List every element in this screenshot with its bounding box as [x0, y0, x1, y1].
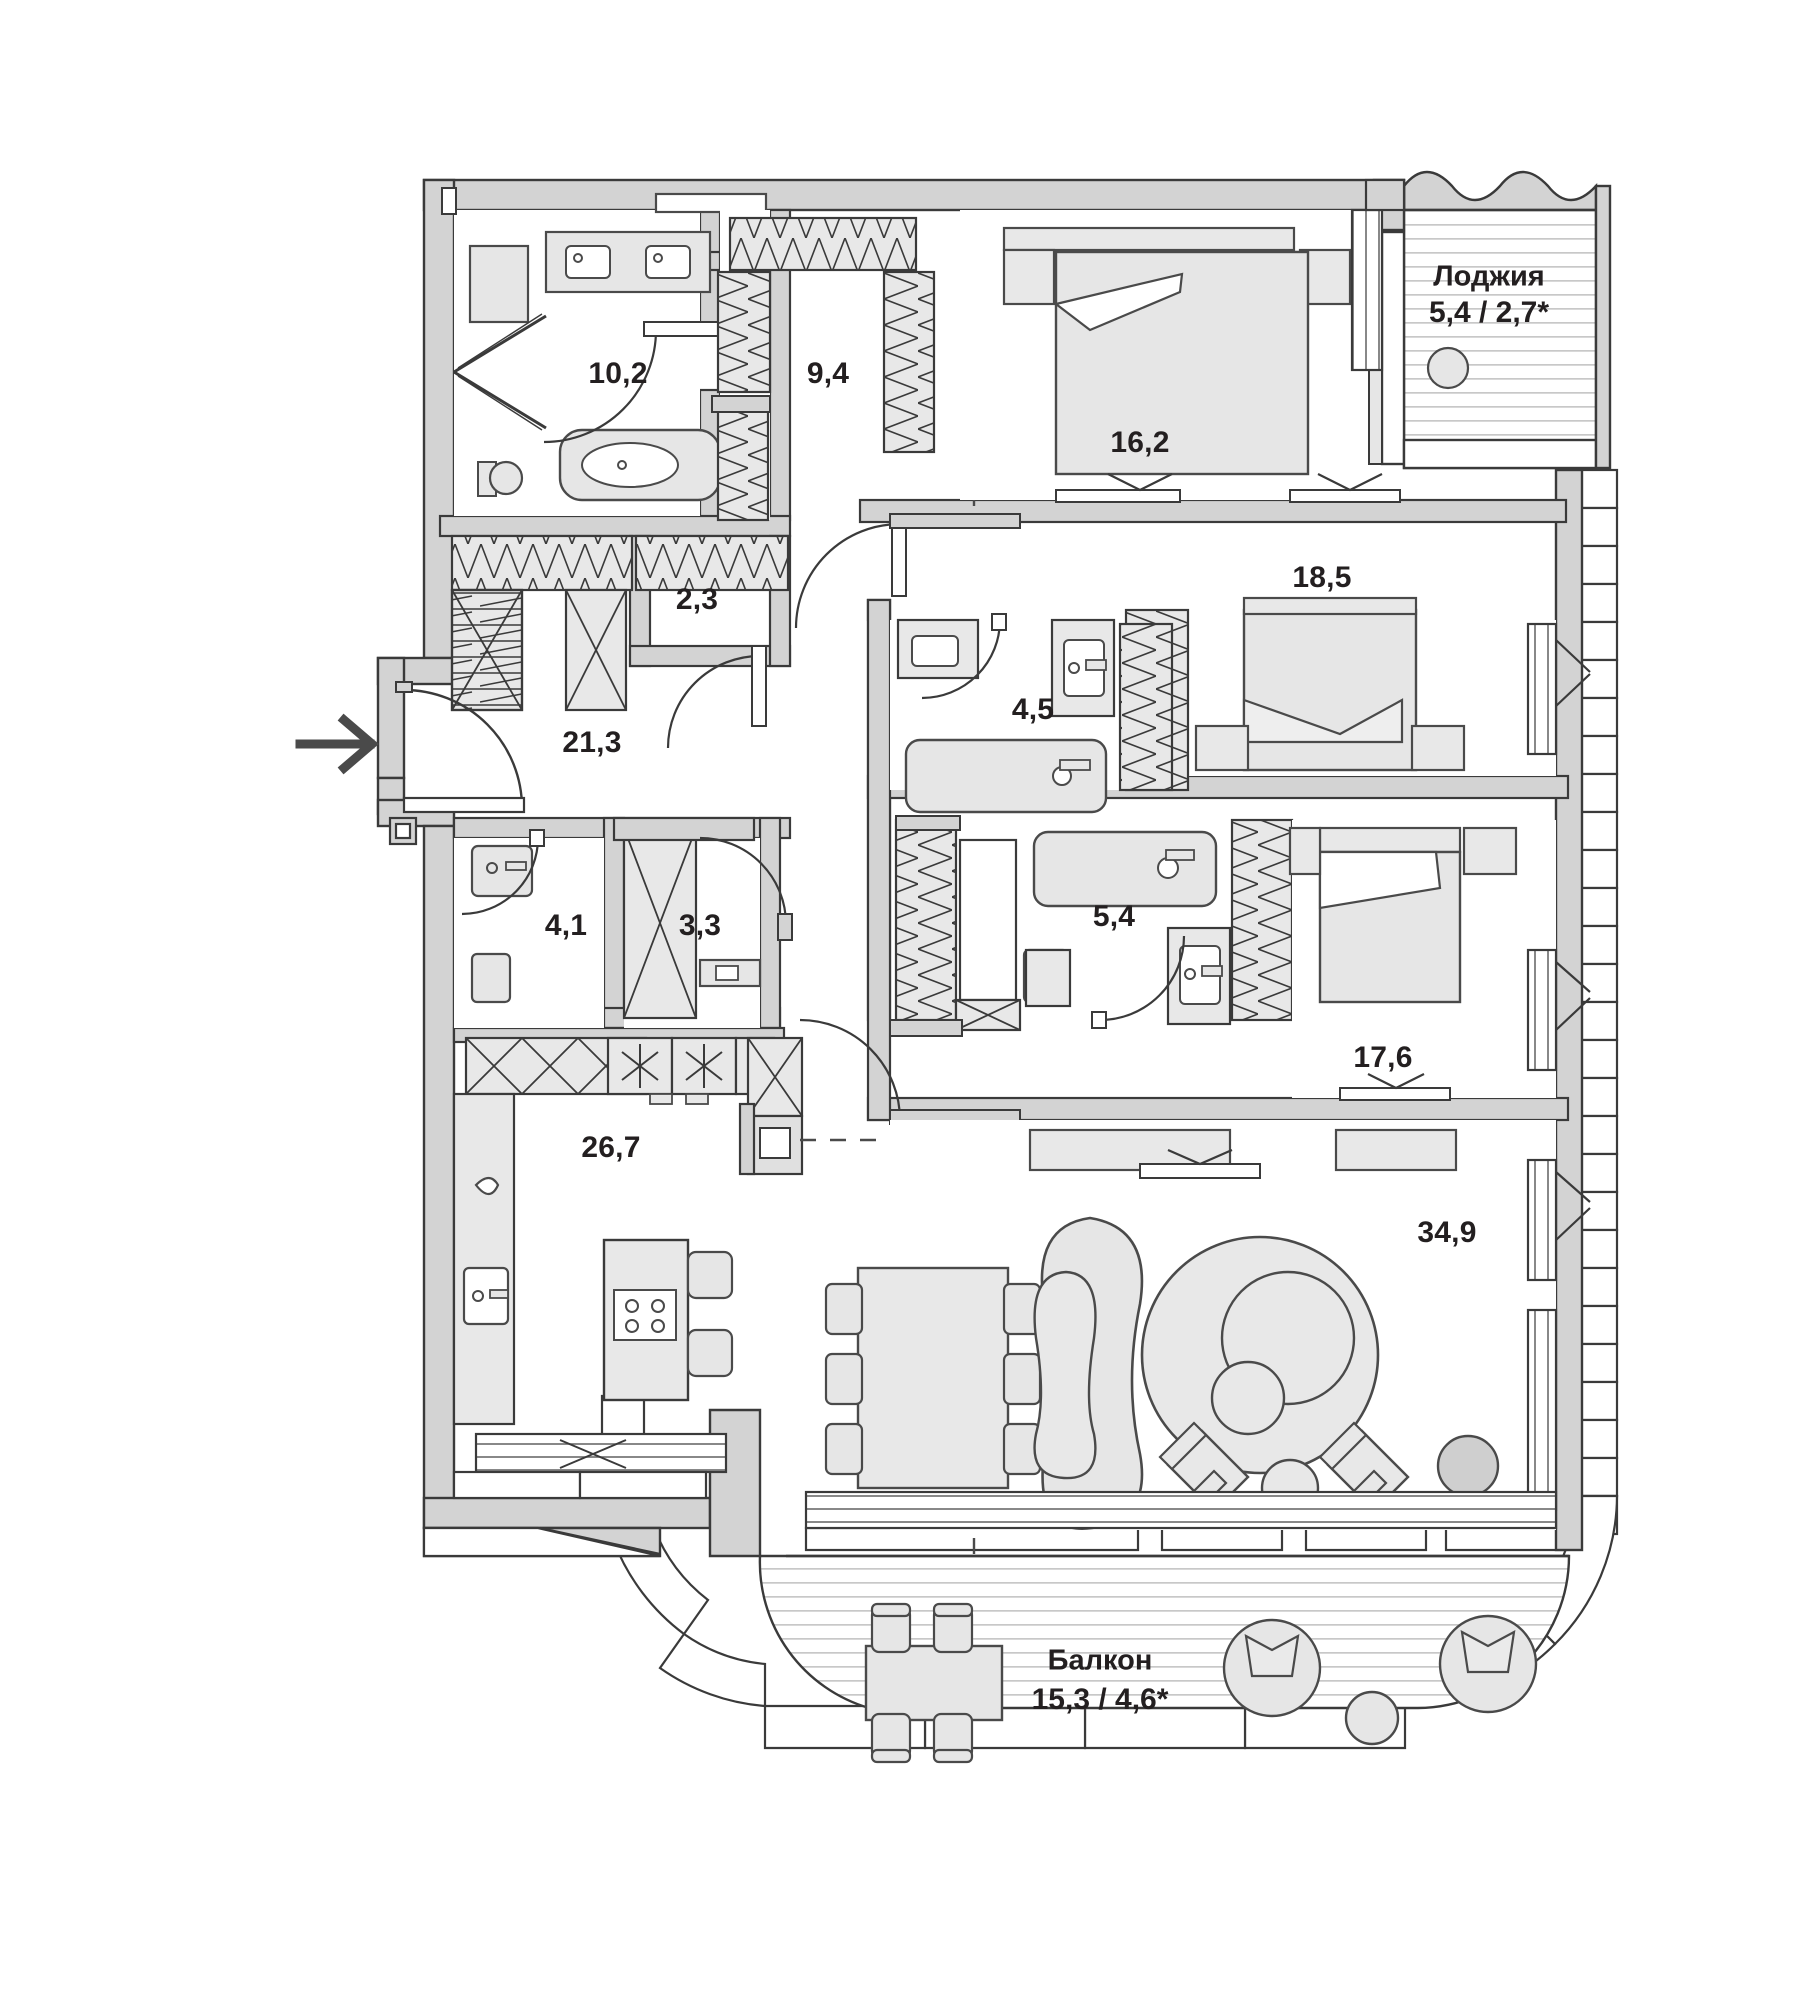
room-area-bathroom-3: 5,4: [1092, 900, 1136, 933]
room-area-bedroom-1: 16,2: [1110, 426, 1170, 459]
room-area-bedroom-2: 18,5: [1292, 561, 1352, 594]
room-area-laundry: 3,3: [678, 909, 722, 942]
loggia-label: Лоджия: [1433, 260, 1545, 293]
balcony-label: Балкон: [1047, 1644, 1153, 1677]
room-area-bathroom-guest: 4,1: [544, 909, 588, 942]
loggia-area: 5,4 / 2,7*: [1428, 296, 1550, 329]
room-area-bedroom-3: 17,6: [1353, 1041, 1413, 1074]
room-area-living-room: 34,9: [1417, 1216, 1477, 1249]
balcony-area: 15,3 / 4,6*: [1031, 1683, 1169, 1716]
room-area-hall-entry: 21,3: [562, 726, 622, 759]
room-area-bathroom-2: 4,5: [1011, 693, 1055, 726]
room-area-bathroom-master: 10,2: [588, 357, 648, 390]
room-area-kitchen-dining: 26,7: [581, 1131, 641, 1164]
room-area-wc-small: 2,3: [675, 583, 719, 616]
room-area-dressing-room: 9,4: [806, 357, 850, 390]
